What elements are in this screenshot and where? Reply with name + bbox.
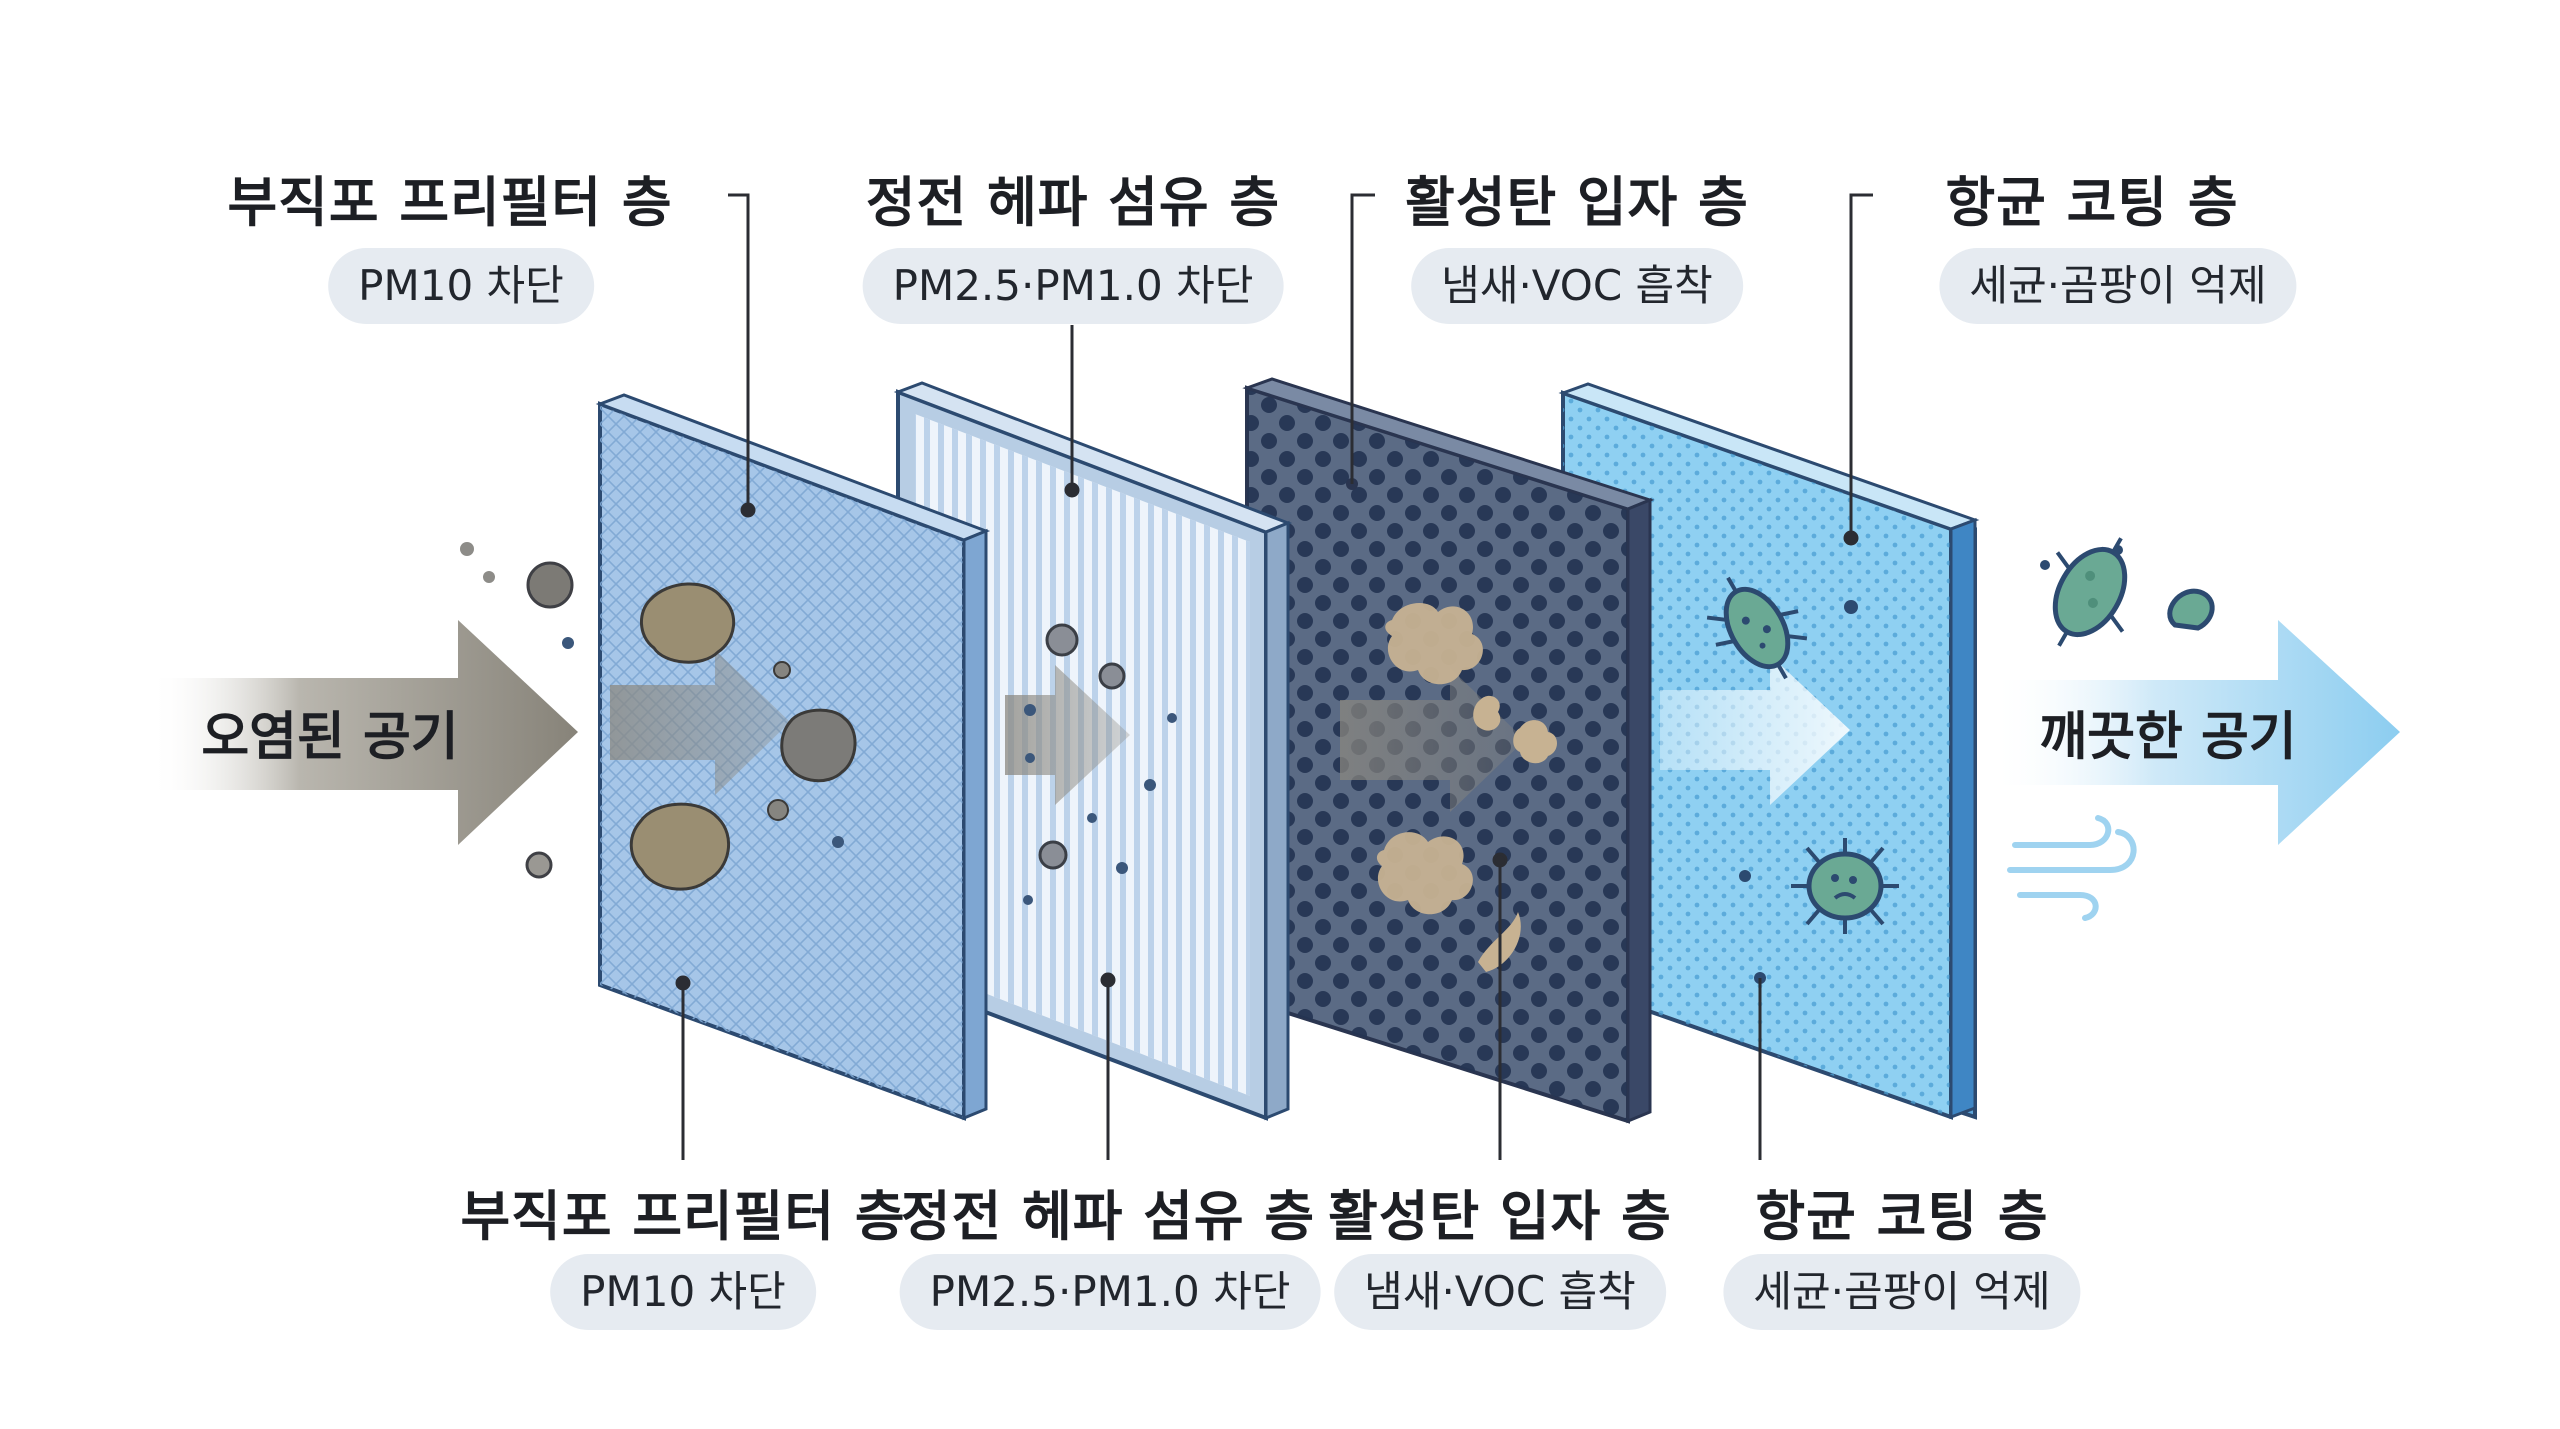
dust-particle-icon bbox=[525, 851, 553, 879]
bacteria-icon bbox=[2052, 537, 2128, 647]
dust-particle-icon bbox=[629, 802, 731, 891]
clean-air-label: 깨끗한 공기 bbox=[2039, 707, 2297, 768]
layer2-bottom-effect: PM2.5·PM1.0 차단 bbox=[899, 1254, 1321, 1330]
layer1-top-title: 부직포 프리필터 층 bbox=[227, 171, 673, 234]
layer1-top-effect: PM10 차단 bbox=[328, 248, 594, 324]
flow-arrow-icon bbox=[1990, 620, 2400, 845]
clean-air-arrow bbox=[1990, 620, 2400, 845]
layer2-top-title: 정전 헤파 섬유 층 bbox=[865, 171, 1281, 234]
leader-lines bbox=[675, 193, 1873, 1160]
layer3-bottom-effect: 냄새·VOC 흡착 bbox=[1334, 1254, 1666, 1330]
flow-arrow-icon bbox=[150, 620, 578, 845]
dust-particle-icon bbox=[526, 561, 574, 609]
layer3-bottom-title: 활성탄 입자 층 bbox=[1328, 1185, 1672, 1248]
layer3-top-title: 활성탄 입자 층 bbox=[1405, 171, 1749, 234]
trapped-dust-layer2 bbox=[1023, 623, 1177, 905]
dust-particle-icon bbox=[483, 571, 495, 583]
layer1-bottom-title: 부직포 프리필터 층 bbox=[460, 1185, 906, 1248]
layer2-bottom-title: 정전 헤파 섬유 층 bbox=[900, 1185, 1316, 1248]
layer1-bottom-effect: PM10 차단 bbox=[550, 1254, 816, 1330]
bacteria-group bbox=[1706, 537, 2215, 984]
bacteria-icon bbox=[1706, 576, 1808, 680]
dust-particle-icon bbox=[640, 582, 736, 664]
layer4-bottom-effect: 세균·곰팡이 억제 bbox=[1723, 1254, 2081, 1330]
layer3-top-effect: 냄새·VOC 흡착 bbox=[1411, 248, 1743, 324]
trapped-dust-layer1 bbox=[629, 582, 857, 891]
dirty-air-label: 오염된 공기 bbox=[201, 707, 459, 768]
dirty-air-arrow bbox=[150, 620, 578, 845]
dust-particles bbox=[460, 542, 574, 879]
wind-icon bbox=[2007, 815, 2137, 921]
dust-particle-icon bbox=[780, 708, 857, 783]
bacteria-icon bbox=[2167, 588, 2215, 631]
layer4-bottom-title: 항균 코팅 층 bbox=[1755, 1185, 2049, 1248]
odor-clouds-layer3 bbox=[1346, 478, 1557, 972]
layer4-top-title: 항균 코팅 층 bbox=[1945, 171, 2239, 234]
dust-particle-icon bbox=[562, 637, 574, 649]
bacteria-icon bbox=[1791, 838, 1899, 934]
dust-particle-icon bbox=[460, 542, 474, 556]
layer2-top-effect: PM2.5·PM1.0 차단 bbox=[862, 248, 1284, 324]
layer4-top-effect: 세균·곰팡이 억제 bbox=[1939, 248, 2297, 324]
